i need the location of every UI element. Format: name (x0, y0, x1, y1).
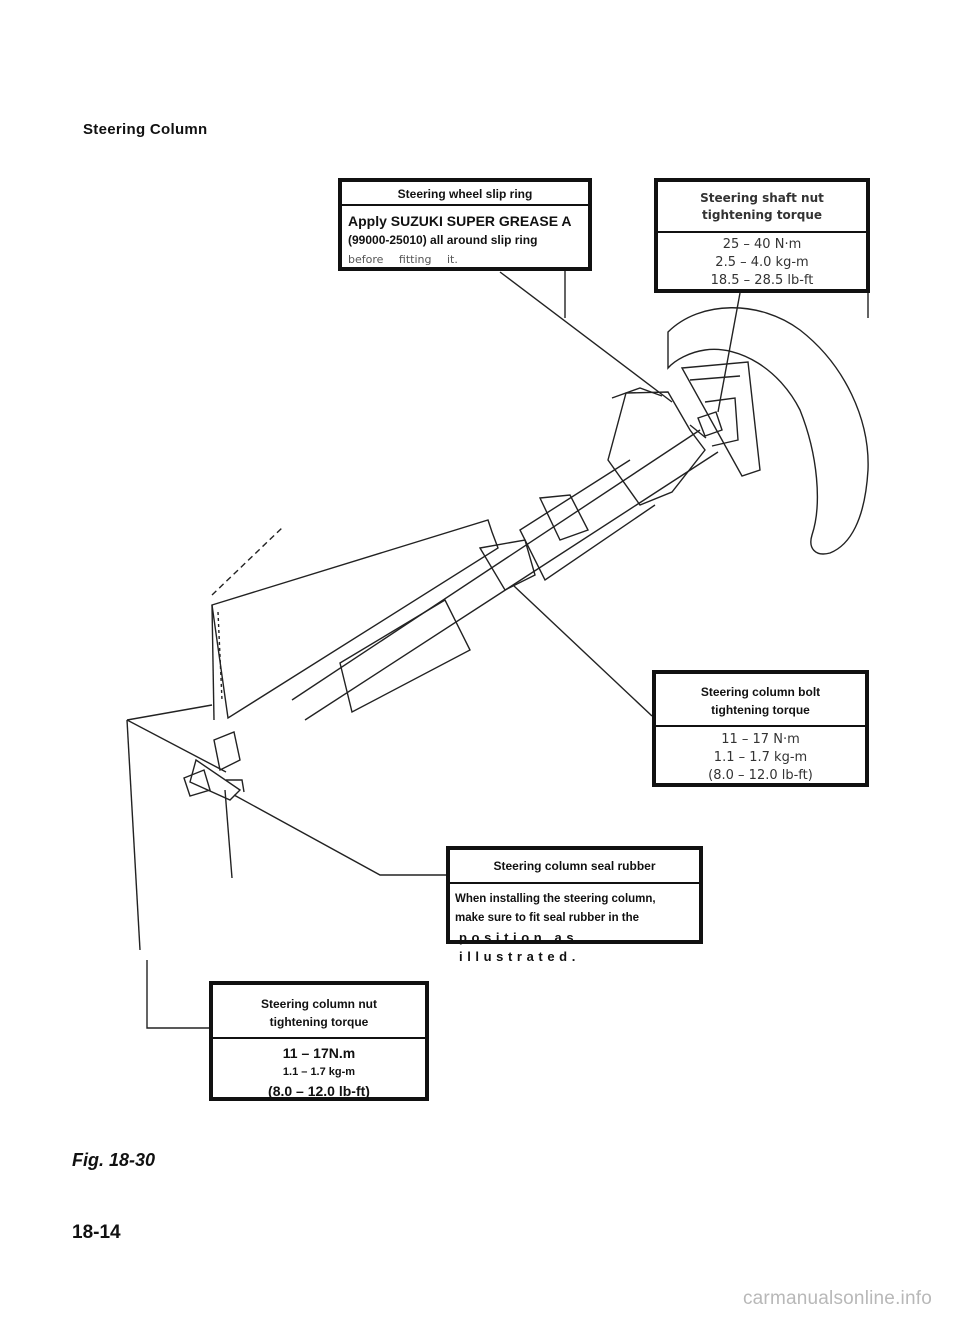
page-number: 18-14 (72, 1222, 121, 1243)
callout-title-line: tightening torque (711, 703, 810, 717)
callout-body: Apply SUZUKI SUPER GREASE A (99000-25010… (342, 206, 588, 269)
callout-title: Steering column seal rubber (493, 859, 656, 873)
callout-body: When installing the steering column, mak… (450, 884, 699, 966)
callout-seal-rubber: Steering column seal rubber When install… (446, 846, 703, 964)
column-tube (291, 429, 701, 701)
callout-title-line: tightening torque (702, 208, 822, 222)
torque-value: 1.1 – 1.7 kg-m (713, 750, 808, 765)
callout-body: 11 – 17N.m 1.1 – 1.7 kg-m (8.0 – 12.0 lb… (213, 1039, 425, 1101)
callout-line: make sure to fit seal rubber in the (455, 912, 640, 924)
callout-divider (450, 882, 699, 884)
callout-title-line: tightening torque (269, 1015, 369, 1029)
steering-wheel (667, 307, 869, 555)
watermark-text: carmanualsonline.info (742, 1288, 932, 1309)
torque-value: 1.1 – 1.7 kg-m (282, 1066, 356, 1078)
callout-title: Steering wheel slip ring (397, 187, 533, 201)
callout-title: Steering column bolt tightening torque (656, 674, 865, 719)
torque-value: 11 – 17N.m (282, 1045, 356, 1061)
callout-title: Steering column nut tightening torque (213, 985, 425, 1031)
callout-line: position as illustrated. (459, 930, 580, 964)
callout-divider (213, 1037, 425, 1039)
torque-value: (8.0 – 12.0 lb-ft) (268, 1083, 370, 1099)
upper-column-housing (607, 391, 706, 506)
callout-column-nut: Steering column nut tightening torque 11… (209, 981, 429, 1101)
lower-bolt (213, 731, 241, 772)
callout-shaft-nut: Steering shaft nut tightening torque 25 … (654, 178, 870, 293)
callout-line: Apply SUZUKI SUPER GREASE A (348, 213, 572, 229)
torque-value: 25 – 40 N·m (722, 237, 802, 252)
callout-title-line: Steering column nut (260, 997, 377, 1011)
torque-value: (8.0 – 12.0 lb-ft) (708, 768, 813, 783)
callout-slip-ring: Steering wheel slip ring Apply SUZUKI SU… (338, 178, 592, 271)
column-bracket (211, 519, 499, 720)
callout-body: 25 – 40 N·m 2.5 – 4.0 kg-m 18.5 – 28.5 l… (658, 233, 866, 290)
section-title: Steering Column (83, 121, 208, 138)
callout-title-line: Steering column bolt (700, 685, 821, 699)
callout-column-bolt: Steering column bolt tightening torque 1… (652, 670, 869, 787)
callout-line: before fitting it. (348, 253, 458, 266)
callout-divider (656, 725, 865, 727)
callout-line: (99000-25010) all around slip ring (348, 233, 538, 247)
torque-value: 18.5 – 28.5 lb-ft (710, 273, 814, 288)
callout-title-line: Steering shaft nut (700, 191, 824, 205)
torque-value: 11 – 17 N·m (721, 732, 800, 747)
callout-divider (342, 204, 588, 206)
figure-label: Fig. 18-30 (72, 1150, 156, 1170)
callout-title: Steering shaft nut tightening torque (658, 182, 866, 224)
torque-value: 2.5 – 4.0 kg-m (715, 255, 809, 270)
shaft-nut (697, 411, 723, 437)
callout-body: 11 – 17 N·m 1.1 – 1.7 kg-m (8.0 – 12.0 l… (656, 727, 865, 785)
callout-divider (658, 231, 866, 233)
callout-line: When installing the steering column, (455, 893, 656, 905)
